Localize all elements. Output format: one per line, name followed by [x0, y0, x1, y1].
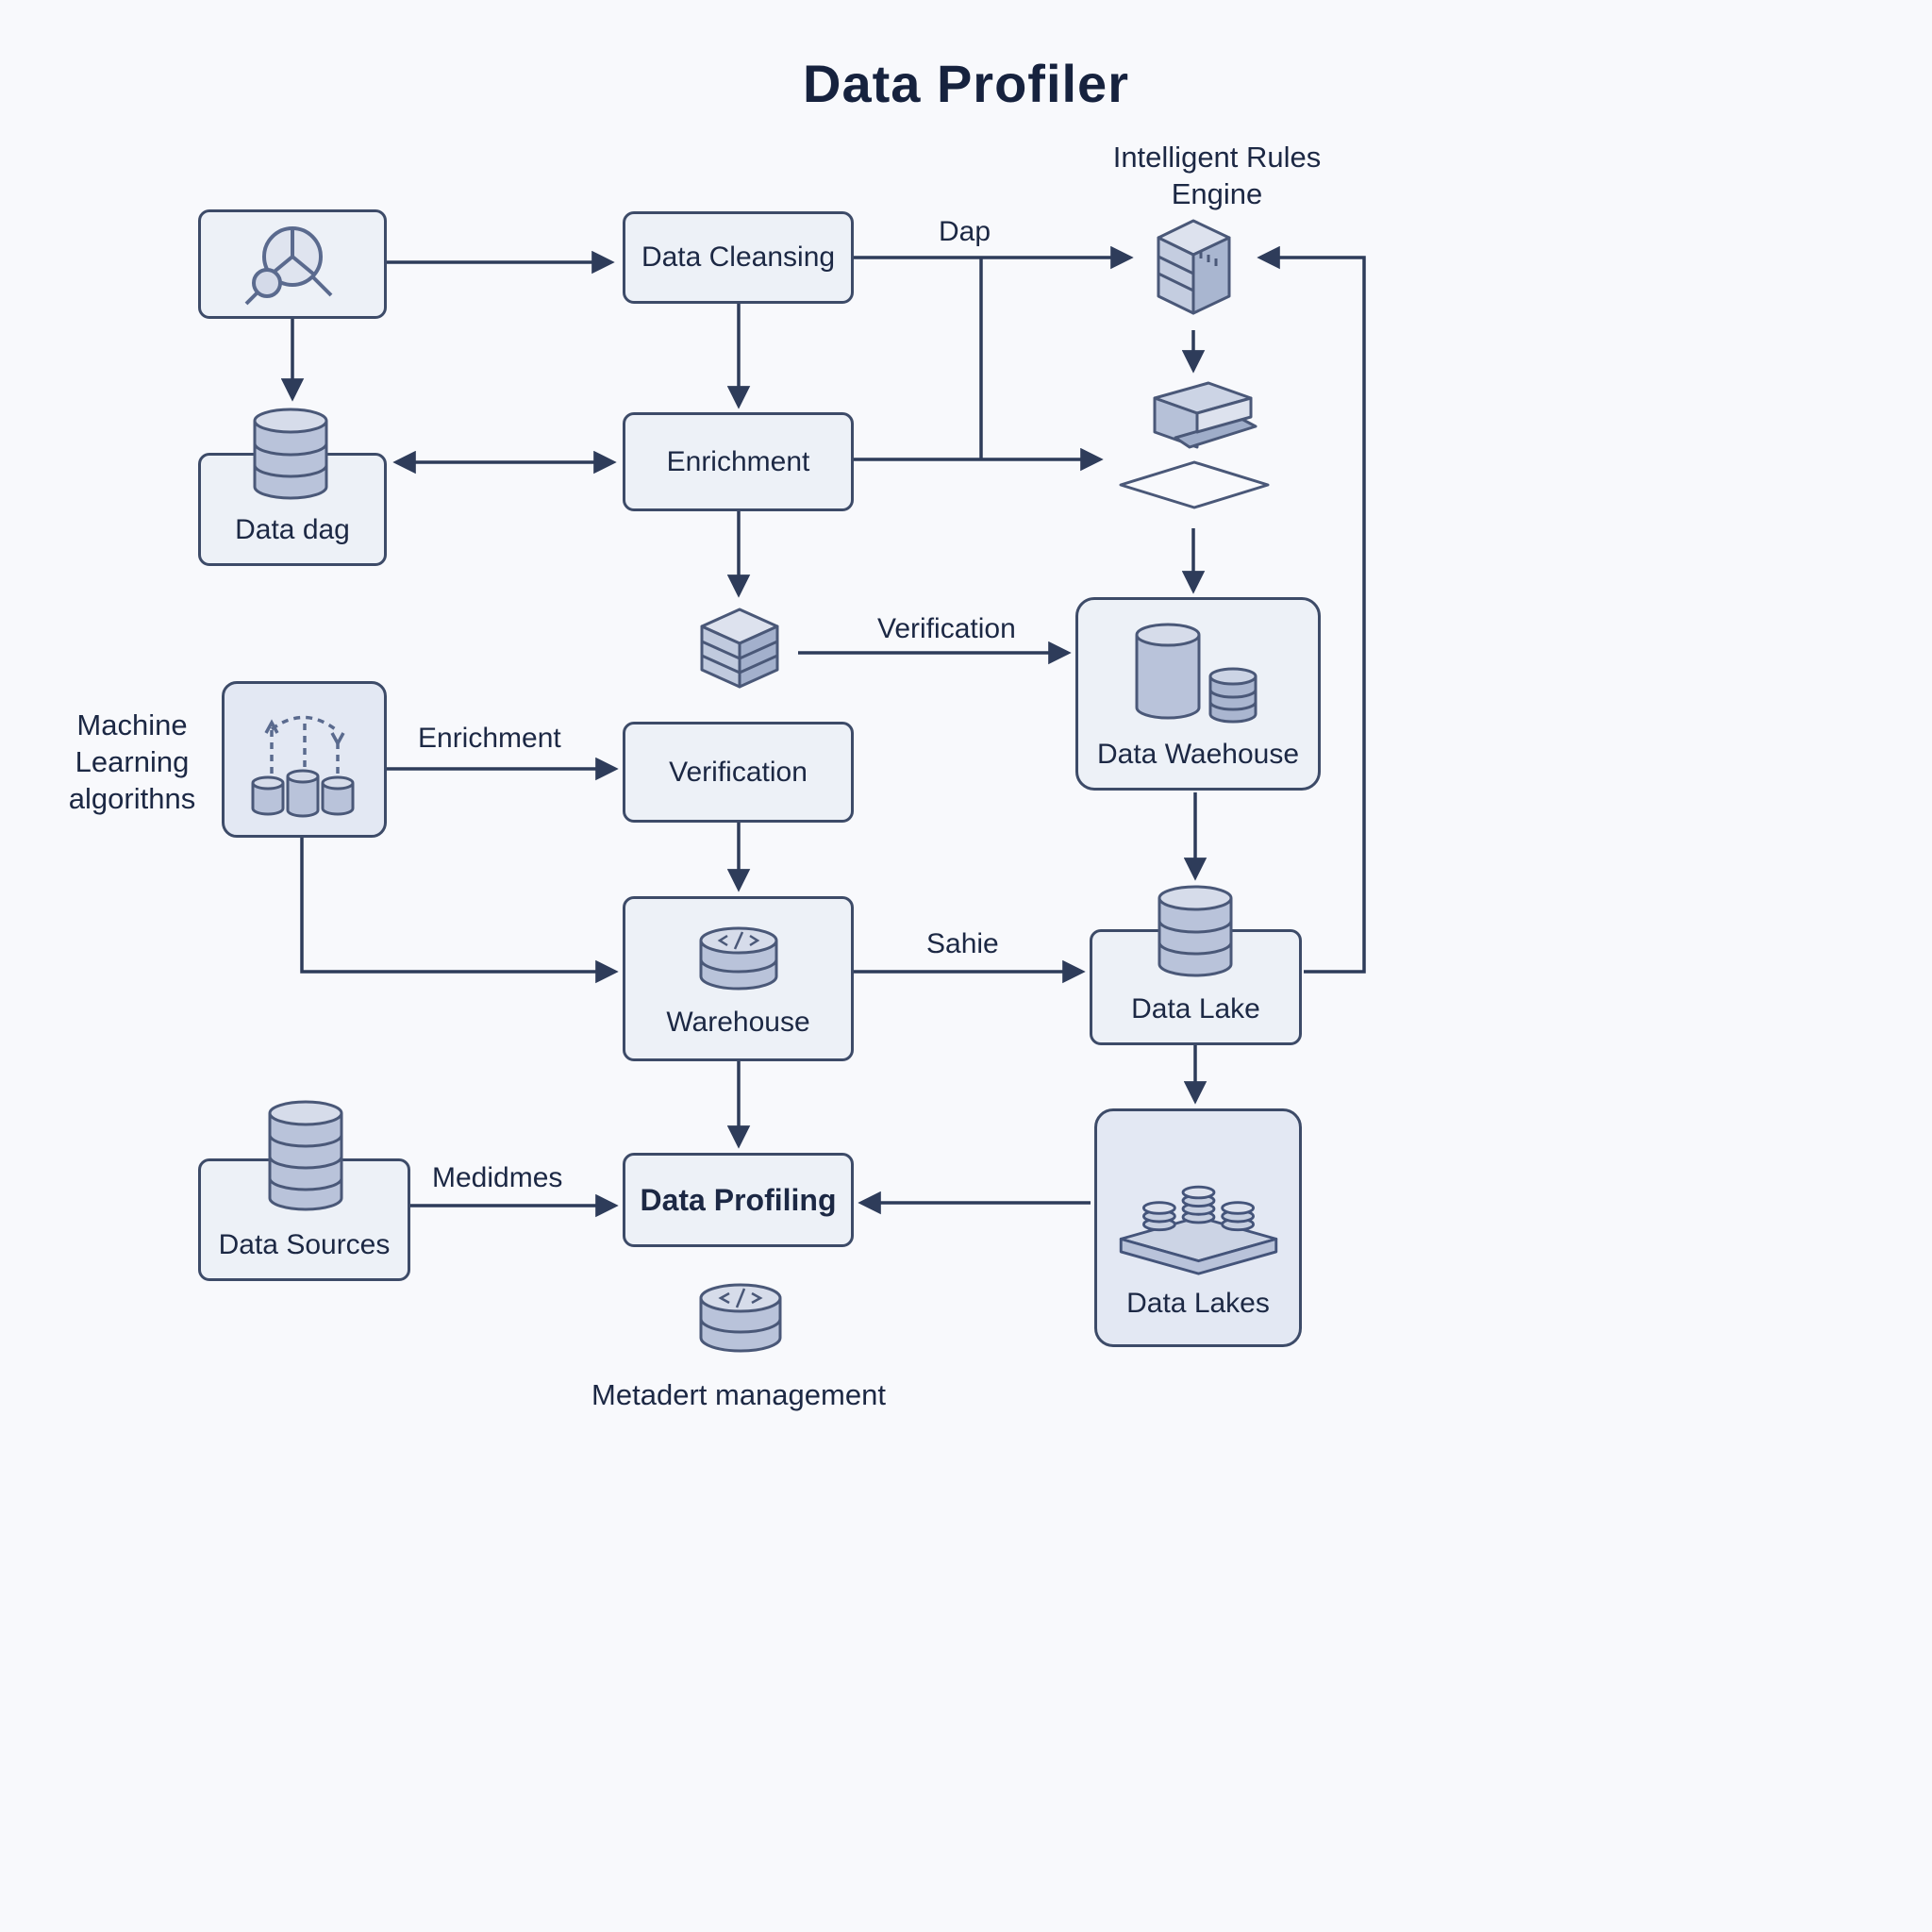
edge-label-sahie: Sahie: [926, 928, 999, 959]
edge-label-medidmes: Medidmes: [432, 1162, 563, 1193]
node-data-dag-label: Data dag: [235, 514, 350, 545]
edge-datalake-to-engine: [1257, 245, 1366, 974]
abstract-transform-icon: [1119, 381, 1270, 509]
machine-learning-label: Machine Learning algorithns: [38, 708, 226, 817]
node-data-lakes-label: Data Lakes: [1126, 1287, 1270, 1319]
engine-label-line2: Engine: [1171, 176, 1263, 210]
node-data-warehouse-label: Data Waehouse: [1096, 738, 1299, 770]
data-lake-cylinder-icon: [1158, 885, 1233, 977]
edge-ml-to-warehouse: [300, 838, 619, 984]
node-profiler-source: [198, 209, 387, 319]
magnifier-pie-icon: [244, 226, 333, 306]
node-data-lake-label: Data Lake: [1131, 993, 1260, 1024]
data-sources-cylinder-icon: [268, 1100, 343, 1211]
database-cylinder-icon: [253, 408, 328, 500]
node-ml-algorithms: [222, 681, 387, 838]
node-data-profiling-label: Data Profiling: [640, 1182, 837, 1217]
warehouse-cylinders-icon: [1135, 623, 1257, 723]
node-verification: Verification: [623, 722, 854, 823]
node-data-cleansing: Data Cleansing: [623, 211, 854, 304]
node-verification-label: Verification: [669, 756, 808, 788]
metadata-cylinder-icon: [699, 1283, 782, 1353]
node-data-lakes: Data Lakes: [1094, 1108, 1302, 1347]
page-title: Data Profiler: [803, 54, 1129, 113]
node-enrichment: Enrichment: [623, 412, 854, 511]
layered-cube-icon: [700, 608, 779, 689]
metadata-management-label: Metadert management: [591, 1378, 886, 1411]
warehouse-db-icon: [699, 926, 777, 990]
ml-algorithms-icon: [251, 715, 354, 818]
ml-label-line2: Learning: [75, 744, 190, 778]
engine-label-line1: Intelligent Rules: [1112, 141, 1322, 174]
node-data-warehouse: Data Waehouse: [1075, 597, 1321, 791]
node-data-cleansing-label: Data Cleansing: [641, 242, 836, 273]
node-data-sources-label: Data Sources: [218, 1229, 391, 1260]
node-warehouse: Warehouse: [623, 896, 854, 1061]
ml-label-line1: Machine: [76, 708, 188, 741]
rules-engine-server-icon: [1157, 219, 1231, 315]
node-enrichment-label: Enrichment: [666, 445, 810, 477]
edge-label-verification: Verification: [877, 613, 1016, 644]
edge-label-dap: Dap: [939, 216, 991, 247]
edge-label-enrichment: Enrichment: [418, 723, 561, 754]
ml-label-line3: algorithns: [68, 781, 196, 815]
intelligent-rules-engine-label: Intelligent Rules Engine: [1057, 140, 1377, 213]
node-warehouse-label: Warehouse: [666, 1006, 810, 1038]
node-data-profiling: Data Profiling: [623, 1153, 854, 1247]
data-lakes-stacks-icon: [1119, 1185, 1277, 1275]
